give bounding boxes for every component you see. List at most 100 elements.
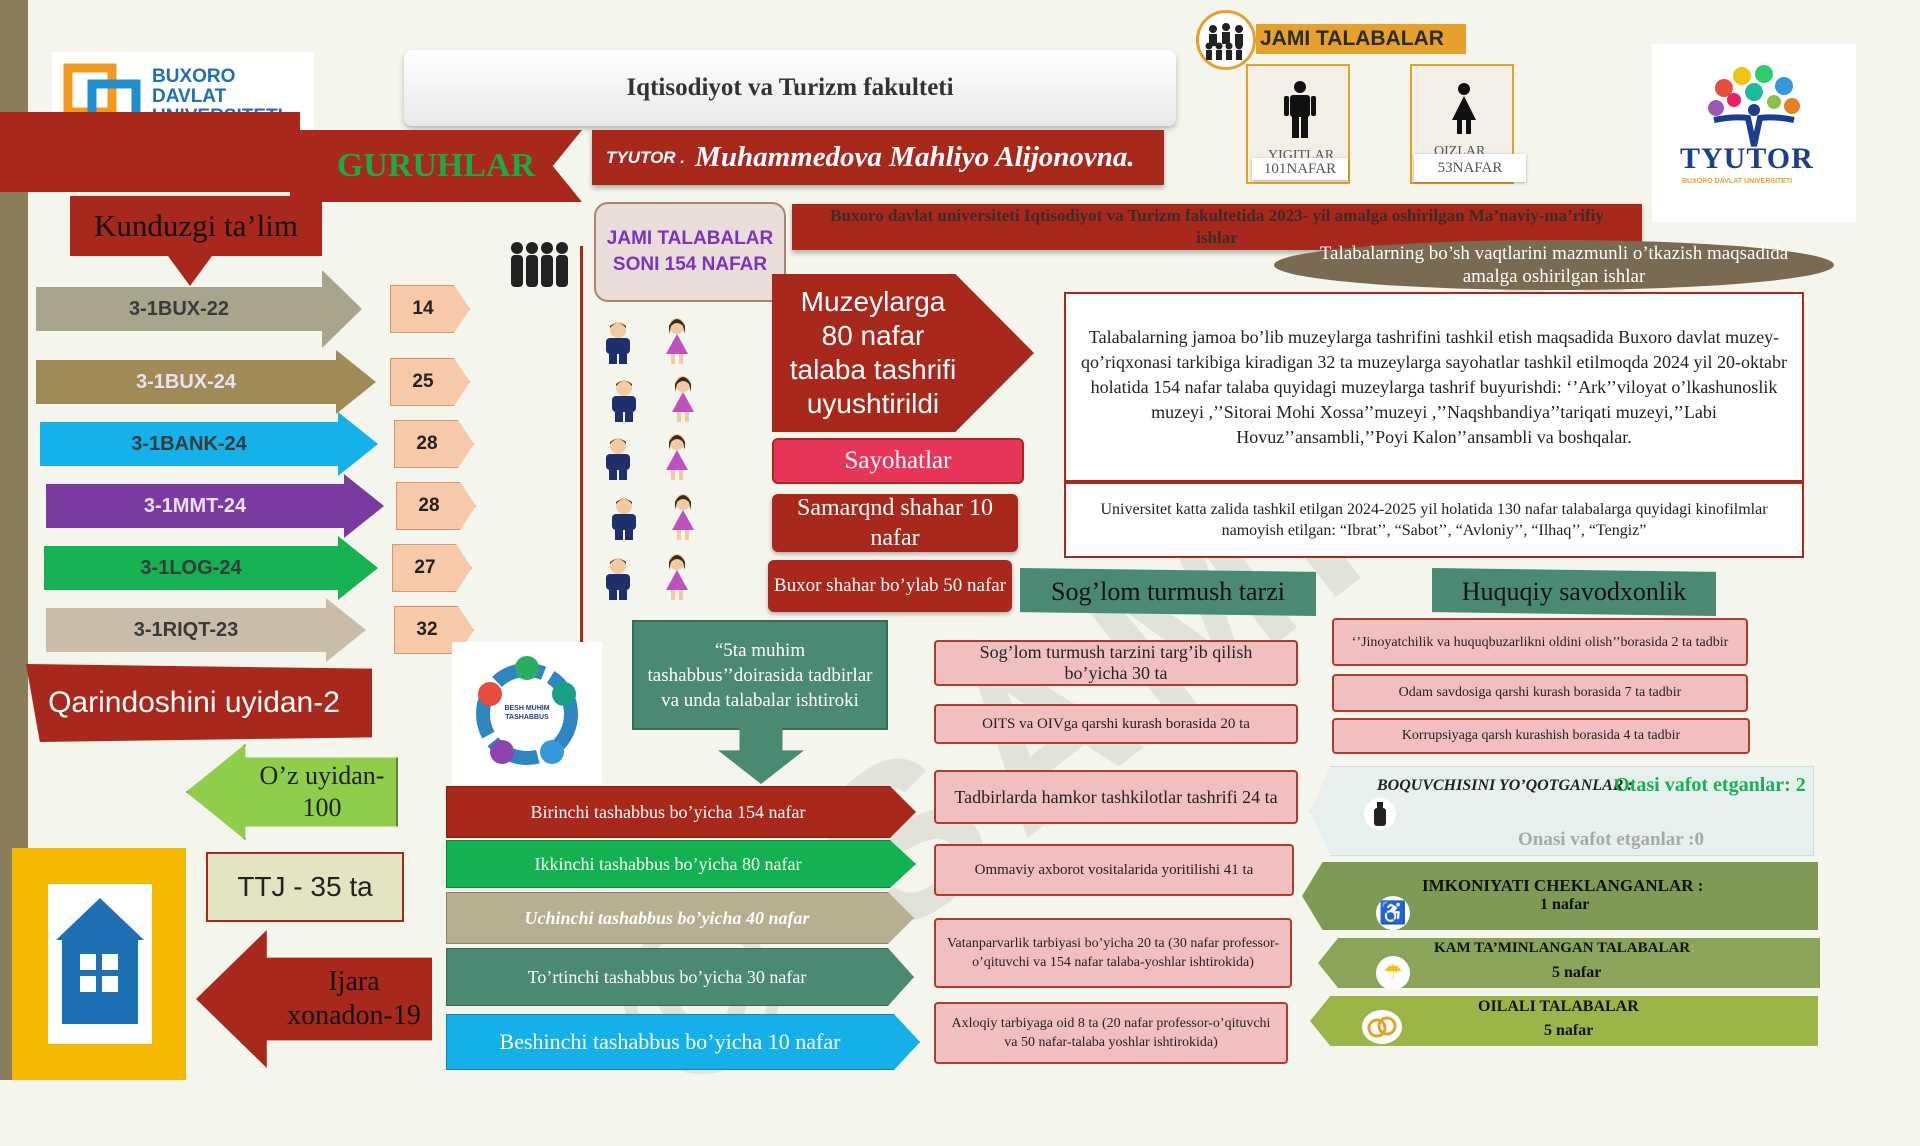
female-student-icon xyxy=(660,552,694,605)
museum-details: Talabalarning jamoa bo’lib muzeylarga ta… xyxy=(1064,292,1804,482)
tutor-logo-sub: BUXORO DAVLAT UNIVERSITETI xyxy=(1682,178,1793,185)
legal-item: Odam savdosiga qarshi kurash borasida 7 … xyxy=(1332,674,1748,712)
orphan-title: BOQUVCHISINI YO’QOTGANLAR : xyxy=(1377,777,1633,794)
divider-line xyxy=(580,246,583,646)
group-arrow-3-1bux-24: 3-1BUX-24 xyxy=(36,350,376,414)
tree-icon xyxy=(1708,65,1800,147)
totals-icon xyxy=(1196,10,1256,70)
female-student-icon xyxy=(660,432,694,485)
candle-icon xyxy=(1374,802,1386,826)
groups-title: GURUHLAR xyxy=(290,130,582,202)
health-item: Ommaviy axborot vositalarida yoritilishi… xyxy=(934,844,1294,896)
relatives-housing: Qarindoshini uyidan-2 xyxy=(26,664,372,742)
initiatives-logo-text: BESH MUHIM TASHABBUS xyxy=(504,705,550,721)
group-arrow-3-1bux-22: 3-1BUX-22 xyxy=(36,270,362,348)
health-item: Vatanparvarlik tarbiyasi bo’yicha 20 ta … xyxy=(934,918,1292,988)
male-student-icon xyxy=(604,496,644,545)
trips-label: Sayohatlar xyxy=(772,438,1024,484)
father-deceased: Otasi vafot etganlar: 2 xyxy=(1614,774,1806,796)
group-count: 27 xyxy=(392,544,472,592)
tutor-name: Muhammedova Mahliyo Alijonovna. xyxy=(695,141,1135,173)
group-count: 28 xyxy=(396,482,476,530)
house-tile-inner xyxy=(48,884,152,1044)
group-count: 28 xyxy=(394,420,474,468)
legal-title: Huquqiy savodxonlik xyxy=(1432,568,1716,616)
health-item: Sog’lom turmush tarzini targ’ib qilish b… xyxy=(934,640,1298,686)
films-details: Universitet katta zalida tashkil etilgan… xyxy=(1064,482,1804,558)
tutor-bar: TYUTOR . Muhammedova Mahliyo Alijonovna. xyxy=(592,130,1164,185)
umbrella-icon: ☂ xyxy=(1376,956,1410,990)
female-student-icon xyxy=(666,492,700,545)
group-count: 14 xyxy=(390,285,470,333)
initiatives-logo: BESH MUHIM TASHABBUS xyxy=(452,642,602,784)
rings-icon xyxy=(1362,1010,1402,1044)
dorm-housing: TTJ - 35 ta xyxy=(206,852,404,922)
initiatives-pointer xyxy=(718,728,804,784)
initiative-item: Beshinchi tashabbus bo’yicha 10 nafar xyxy=(446,1014,920,1070)
group-name: 3-1BANK-24 xyxy=(40,422,338,466)
male-student-icon xyxy=(598,436,638,485)
group-name: 3-1BUX-24 xyxy=(36,360,336,404)
samarqand-trip: Samarqnd shahar 10 nafar xyxy=(772,494,1018,552)
married-count: 5 nafar xyxy=(1544,1022,1594,1039)
girls-count: 53NAFAR xyxy=(1414,154,1526,182)
wedding-rings-icon xyxy=(1367,1016,1397,1038)
groups-ribbon-left xyxy=(0,112,300,192)
rent-housing: Ijara xonadon-19 xyxy=(196,930,432,1068)
female-student-icon xyxy=(660,316,694,369)
initiative-item: Ikkinchi tashabbus bo’yicha 80 nafar xyxy=(446,840,916,888)
mother-deceased: Onasi vafot etganlar :0 xyxy=(1518,829,1704,850)
health-item: Axloqiy tarbiyaga oid 8 ta (20 nafar pro… xyxy=(934,1002,1288,1064)
initiatives-title: “5ta muhim tashabbus’’doirasida tadbirla… xyxy=(632,620,888,730)
low-income-count: 5 nafar xyxy=(1552,964,1602,981)
group-name: 3-1LOG-24 xyxy=(44,546,338,590)
low-income-title: KAM TA’MINLANGAN TALABALAR: xyxy=(1434,940,1696,956)
total-students-box: JAMI TALABALAR SONI 154 NAFAR xyxy=(594,202,786,302)
health-title: Sog’lom turmush tarzi xyxy=(1020,568,1316,616)
group-arrow-3-1mmt-24: 3-1MMT-24 xyxy=(46,474,384,538)
male-student-icon xyxy=(598,320,638,369)
initiative-item: To’rtinchi tashabbus bo’yicha 30 nafar xyxy=(446,948,914,1006)
house-icon xyxy=(56,898,144,1024)
health-item: Tadbirlarda hamkor tashkilotlar tashrifi… xyxy=(934,770,1298,824)
free-time-banner: Talabalarning bo’sh vaqtlarini mazmunli … xyxy=(1274,240,1834,290)
male-student-icon xyxy=(598,556,638,605)
legal-item: ‘’Jinoyatchilik va huquqbuzarlikni oldin… xyxy=(1332,618,1748,666)
people-group-icon xyxy=(508,240,570,298)
tutor-logo-text: TYUTOR xyxy=(1680,142,1814,175)
totals-title: JAMI TALABALAR xyxy=(1256,24,1466,54)
tutor-label: TYUTOR . xyxy=(606,147,686,167)
logo-line1: BUXORO xyxy=(152,66,236,87)
faculty-title: Iqtisodiyot va Turizm fakulteti xyxy=(404,50,1176,126)
health-item: OITS va OIVga qarshi kurash borasida 20 … xyxy=(934,704,1298,744)
museum-visits-arrow: Muzeylarga 80 nafar talaba tashrifi uyus… xyxy=(772,274,1034,432)
own-home-housing: O’z uyidan-100 xyxy=(186,744,398,840)
group-arrow-3-1riqt-23: 3-1RIQT-23 xyxy=(46,598,366,662)
married-title: OILALI TALABALAR xyxy=(1478,998,1639,1015)
female-icon xyxy=(1452,83,1476,134)
initiative-item: Birinchi tashabbus bo’yicha 154 nafar xyxy=(446,786,916,838)
group-count: 25 xyxy=(390,358,470,406)
female-student-icon xyxy=(666,374,700,427)
disabled-count: 1 nafar xyxy=(1540,896,1590,913)
wheelchair-icon: ♿ xyxy=(1376,896,1410,930)
group-arrow-3-1bank-24: 3-1BANK-24 xyxy=(40,412,378,476)
group-name: 3-1MMT-24 xyxy=(46,484,344,528)
study-type-label: Kunduzgi ta’lim xyxy=(70,196,322,256)
boys-count: 101NAFAR xyxy=(1252,158,1348,180)
disabled-title: IMKONIYATI CHEKLANGANLAR : xyxy=(1422,876,1704,895)
group-arrow-tip xyxy=(322,270,362,348)
logo-line2: DAVLAT xyxy=(152,86,227,107)
male-icon xyxy=(1284,81,1316,138)
group-arrow-tip xyxy=(326,598,366,662)
legal-item: Korrupsiyaga qarsh kurashish borasida 4 … xyxy=(1332,718,1750,754)
male-student-icon xyxy=(604,378,644,427)
tutor-logo: TYUTOR BUXORO DAVLAT UNIVERSITETI xyxy=(1652,44,1856,222)
house-tile xyxy=(12,848,186,1080)
group-arrow-3-1log-24: 3-1LOG-24 xyxy=(44,536,378,600)
initiative-item: Uchinchi tashabbus bo’yicha 40 nafar xyxy=(446,892,914,944)
initiatives-logo-icon xyxy=(476,656,578,765)
group-name: 3-1BUX-22 xyxy=(36,287,322,331)
group-arrow-tip xyxy=(344,474,384,538)
crowd-icon xyxy=(1205,23,1243,60)
